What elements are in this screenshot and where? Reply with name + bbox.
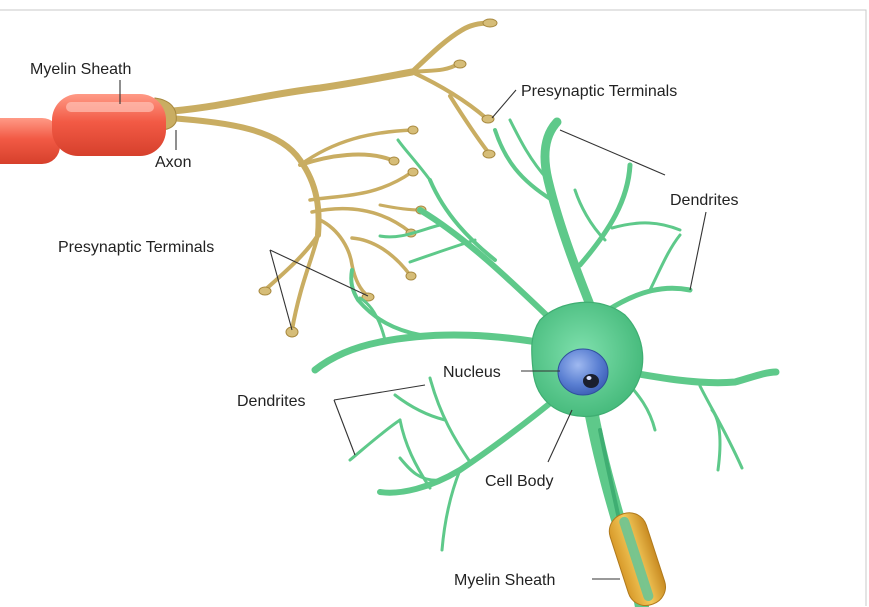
label-dendrites-right: Dendrites	[670, 192, 738, 209]
axon-branches	[160, 23, 490, 330]
label-myelin-sheath-top: Myelin Sheath	[30, 61, 131, 78]
nucleus-shape	[558, 349, 608, 395]
axon-terminal-bulbs	[259, 19, 497, 337]
label-cell-body: Cell Body	[485, 473, 553, 490]
label-dendrites-left: Dendrites	[237, 393, 305, 410]
myelin-sheath-gold	[605, 508, 670, 607]
myelin-sheath-red	[0, 94, 166, 164]
label-presynaptic-terminals-right: Presynaptic Terminals	[521, 83, 677, 100]
label-axon: Axon	[155, 154, 191, 171]
label-myelin-sheath-bottom: Myelin Sheath	[454, 572, 555, 589]
label-nucleus: Nucleus	[443, 364, 501, 381]
label-presynaptic-terminals-left: Presynaptic Terminals	[58, 239, 214, 256]
nucleolus-highlight	[587, 376, 592, 380]
nucleolus-shape	[583, 374, 599, 388]
